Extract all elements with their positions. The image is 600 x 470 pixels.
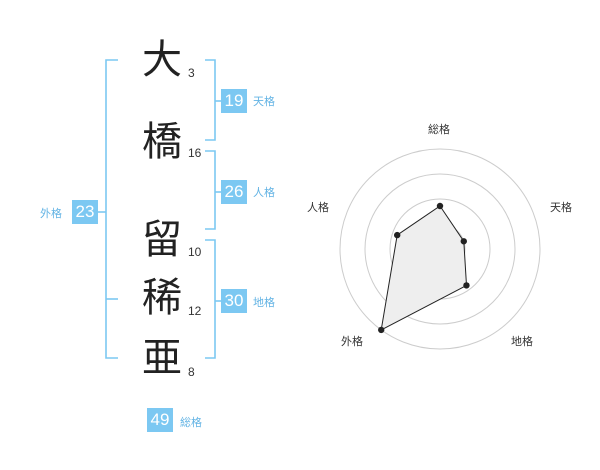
- soukaku-label: 総格: [180, 416, 202, 429]
- gaikaku-label: 外格: [40, 207, 62, 220]
- radar-point-3: [463, 282, 470, 289]
- name-char-4: 稀: [142, 275, 182, 321]
- radar-axis-label-jinkaku: 人格: [307, 201, 329, 214]
- radar-point-1: [436, 202, 444, 210]
- name-char-2: 橋: [142, 119, 182, 165]
- chikaku-bracket: [205, 239, 216, 359]
- radar-ring-4: [339, 148, 541, 350]
- tenkaku-label: 天格: [253, 95, 275, 108]
- stroke-count-4: 12: [188, 304, 202, 318]
- stroke-count-3: 10: [188, 245, 202, 259]
- radar-axis-label-soukaku: 総格: [428, 123, 450, 136]
- radar-polygon: [380, 205, 468, 331]
- gaikaku-value-badge: 23: [72, 200, 98, 224]
- radar-ring-3: [364, 173, 516, 325]
- stroke-count-5: 8: [188, 365, 195, 379]
- radar-point-2: [460, 238, 467, 245]
- stroke-count-1: 3: [188, 66, 195, 80]
- radar-points: [378, 202, 470, 334]
- jinkaku-label: 人格: [253, 186, 275, 199]
- tenkaku-value-badge: 19: [221, 89, 247, 113]
- chikaku-label: 地格: [253, 296, 275, 309]
- gaikaku-bracket: [105, 59, 118, 359]
- tenkaku-bracket: [205, 59, 216, 141]
- chikaku-value-badge: 30: [221, 289, 247, 313]
- name-char-5: 亜: [142, 335, 182, 381]
- name-char-3: 留: [142, 217, 182, 263]
- soukaku-value-badge: 49: [147, 408, 173, 432]
- radar-axis-label-chikaku: 地格: [511, 335, 533, 348]
- stroke-count-2: 16: [188, 146, 202, 160]
- name-char-1: 大: [142, 37, 182, 83]
- jinkaku-bracket: [205, 150, 216, 230]
- radar-point-5: [394, 231, 401, 239]
- jinkaku-value-badge: 26: [221, 180, 247, 204]
- radar-axis-label-gaikaku: 外格: [341, 335, 363, 348]
- radar-axis-label-tenkaku: 天格: [550, 201, 572, 214]
- radar-point-4: [378, 326, 385, 334]
